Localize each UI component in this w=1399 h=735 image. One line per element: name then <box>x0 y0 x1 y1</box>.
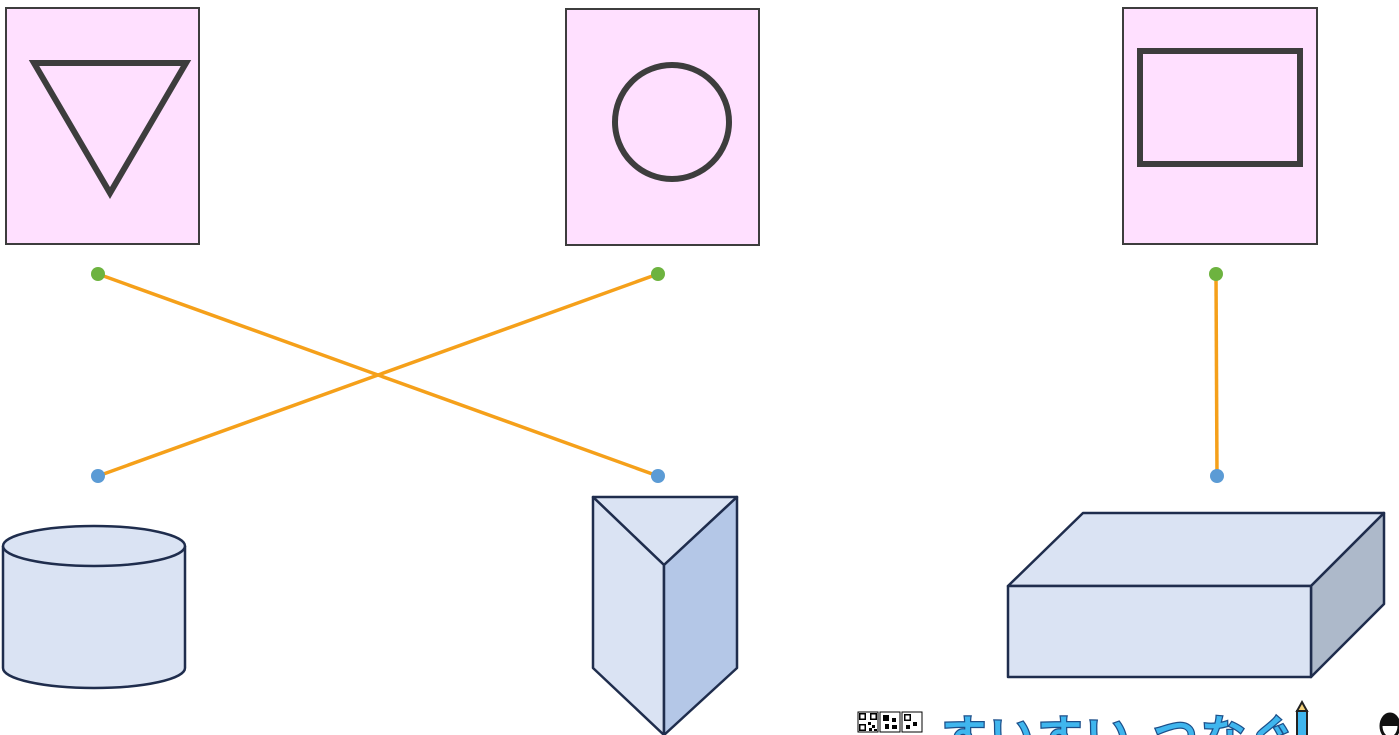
rectangle-icon <box>1137 48 1303 167</box>
connector-circle-to-cylinder[interactable] <box>97 272 659 478</box>
circle-card[interactable] <box>565 8 760 246</box>
rectangle-card-anchor[interactable] <box>1209 267 1223 281</box>
connector-rectangle-to-box[interactable] <box>1214 273 1219 477</box>
triangle-down-icon <box>28 60 192 199</box>
cylinder-anchor[interactable] <box>91 469 105 483</box>
eraser-icon <box>1379 712 1399 735</box>
brand-logo: すいすい つなぐ <box>857 699 1399 735</box>
cylinder-icon <box>1 546 187 690</box>
pencil-icon <box>1295 699 1309 735</box>
prism-anchor[interactable] <box>651 469 665 483</box>
qr-code-icon <box>857 711 879 733</box>
triangle-card[interactable] <box>5 7 200 245</box>
box-anchor[interactable] <box>1210 469 1224 483</box>
cuboid-icon <box>1006 584 1313 679</box>
triangle-card-anchor[interactable] <box>91 267 105 281</box>
brand-text: すいすい つなぐ <box>942 712 1297 735</box>
circle-card-anchor[interactable] <box>651 267 665 281</box>
triangular-prism-shape[interactable] <box>591 495 739 735</box>
cylinder-shape[interactable] <box>1 524 187 690</box>
rectangle-card[interactable] <box>1122 7 1318 245</box>
rectangular-box-shape[interactable] <box>1006 511 1386 679</box>
circle-icon <box>612 62 732 182</box>
